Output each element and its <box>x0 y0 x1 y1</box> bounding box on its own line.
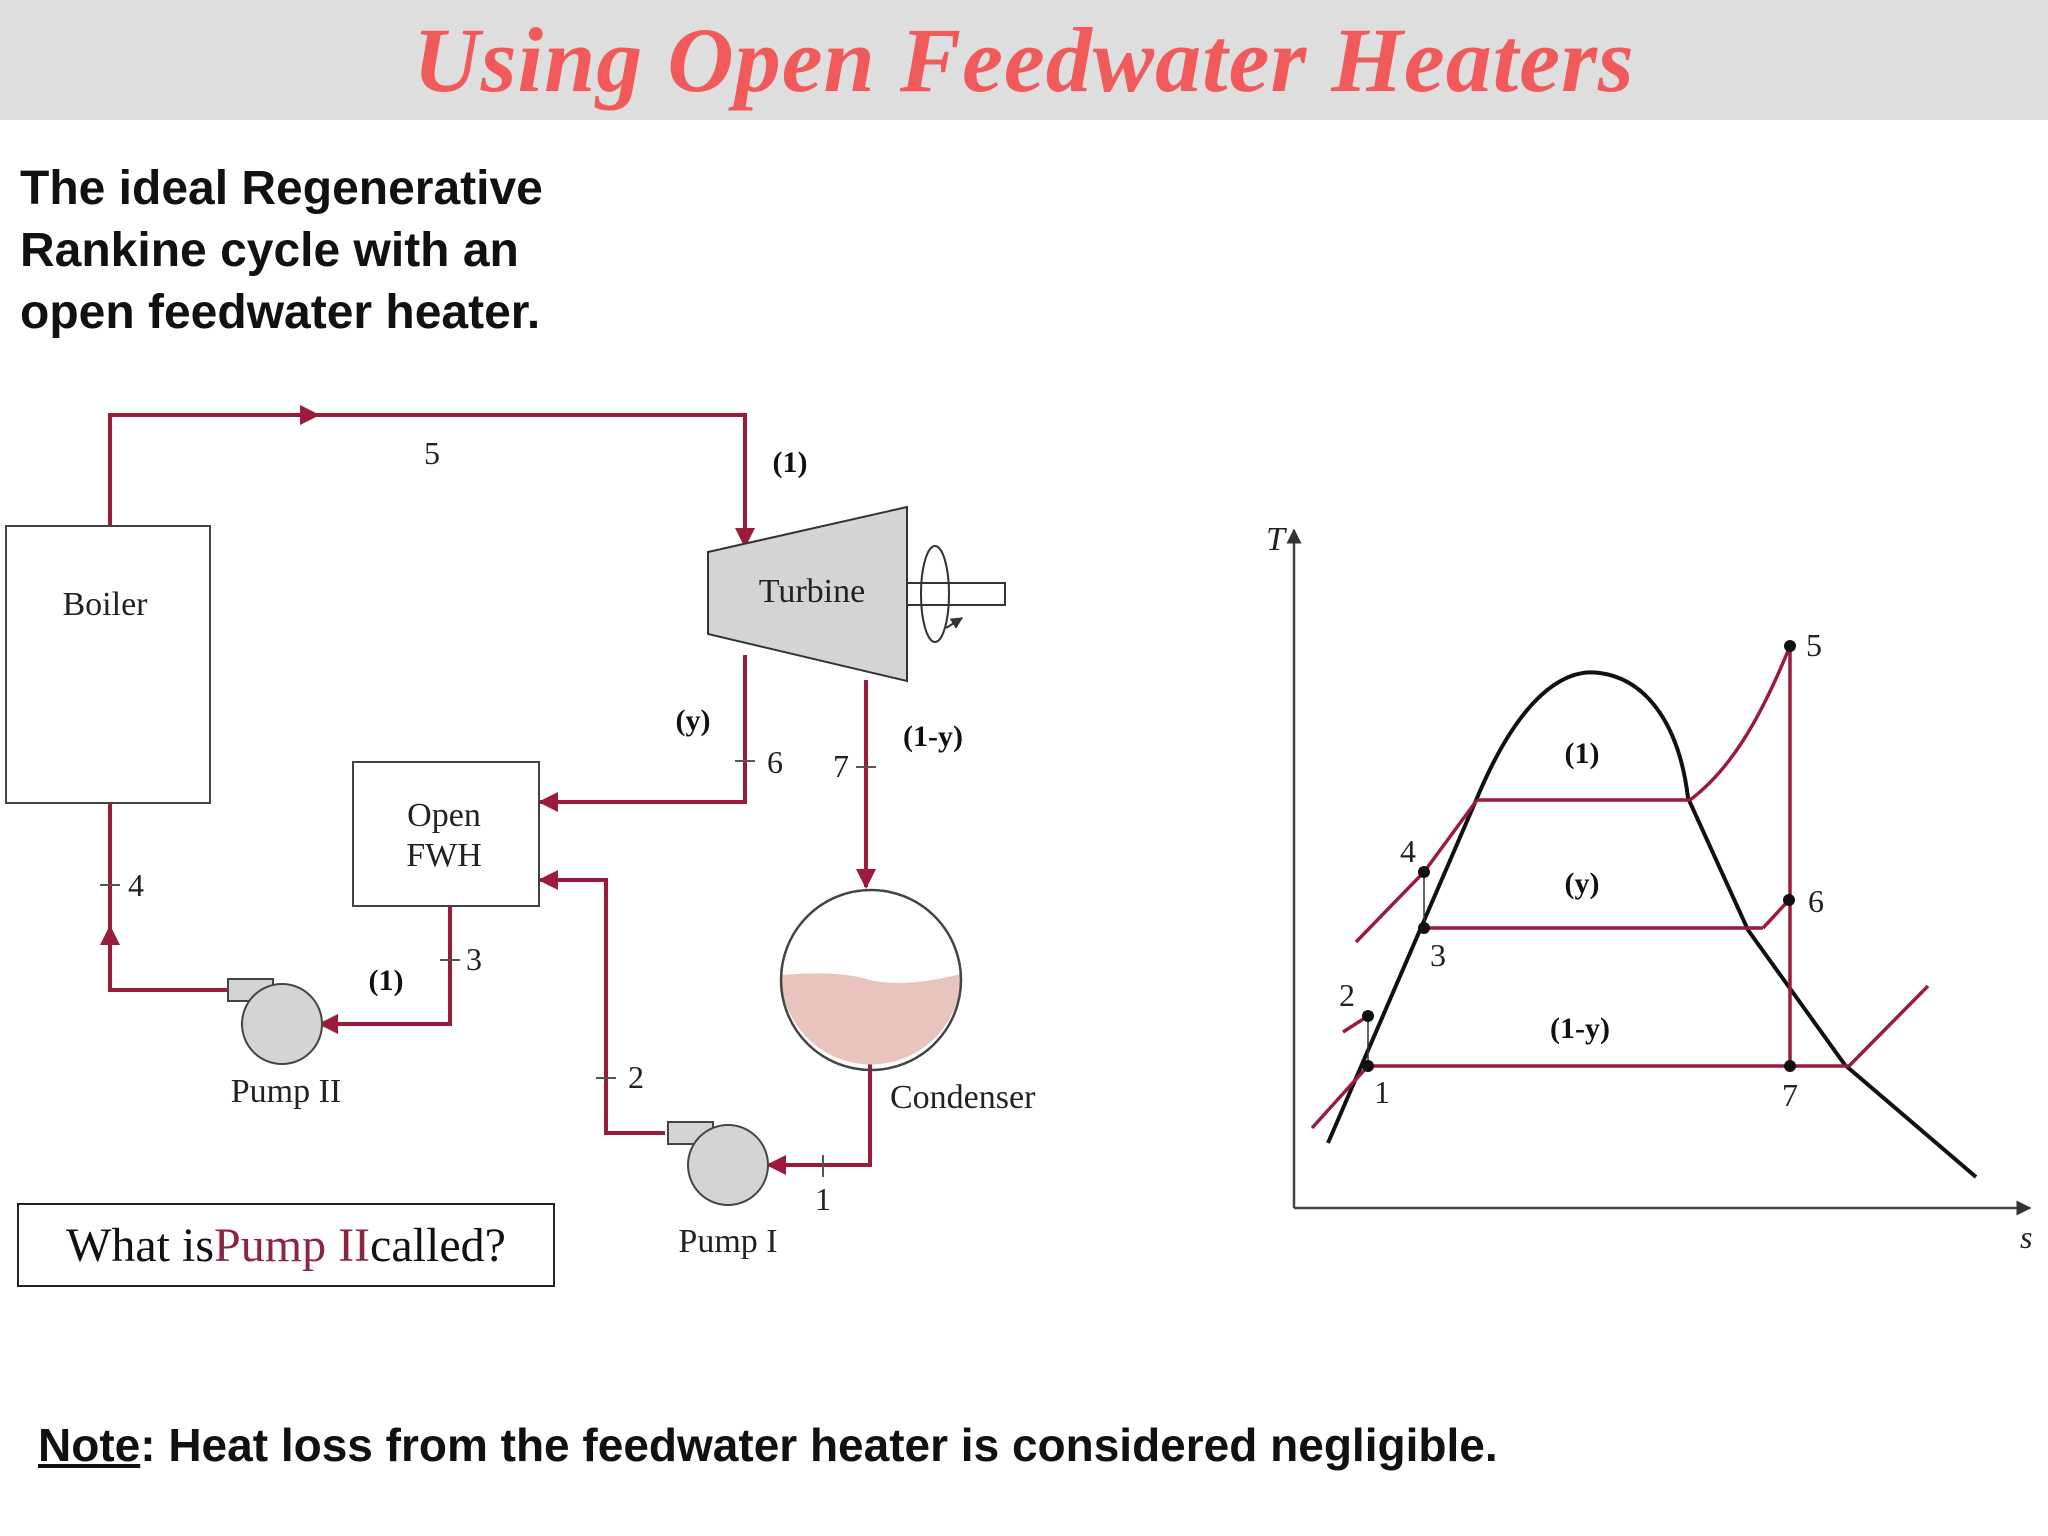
condenser-label: Condenser <box>890 1079 1036 1116</box>
intro-line: Rankine cycle with an <box>20 224 519 277</box>
ts-flow-lower: (1-y) <box>1550 1012 1610 1045</box>
flow-extraction: (y) <box>676 704 711 737</box>
state-6-label: 6 <box>767 744 783 780</box>
state-4-label: 4 <box>128 867 144 903</box>
condenser <box>779 888 963 1072</box>
intro-text: The ideal Regenerative Rankine cycle wit… <box>20 158 640 344</box>
pump-1 <box>667 1121 769 1206</box>
state-ticks <box>100 760 876 1177</box>
state-2-label: 2 <box>628 1059 644 1095</box>
saturation-dome <box>1326 670 1978 1179</box>
pump-2 <box>227 978 323 1065</box>
line-state-4 <box>108 803 230 992</box>
axis-s-label: s <box>2020 1219 2032 1255</box>
ts-diagram: T s 1 <box>1266 521 2032 1255</box>
turbine-label: Turbine <box>759 573 865 610</box>
line-state-2 <box>538 870 665 1135</box>
flow-pump2-in: (1) <box>369 964 404 997</box>
note-label: Note <box>38 1419 141 1471</box>
ts-flow-middle: (y) <box>1565 867 1600 900</box>
fwh-label-line2: FWH <box>406 837 482 874</box>
note-text: : Heat loss from the feedwater heater is… <box>140 1419 1498 1471</box>
fwh-label-line1: Open <box>407 797 481 834</box>
state-3-label: 3 <box>466 941 482 977</box>
pump-2-label: Pump II <box>231 1073 342 1110</box>
page-title: Using Open Feedwater Heaters <box>413 9 1635 111</box>
schematic: Boiler Turbine Open FWH Condenser Pump I <box>5 405 1036 1260</box>
ts-flow-upper: (1) <box>1565 737 1600 770</box>
ts-state-5-label: 5 <box>1806 627 1822 663</box>
title-bar: Using Open Feedwater Heaters <box>0 0 2048 120</box>
state-5-label: 5 <box>424 435 440 471</box>
question-box: What is Pump II called? <box>17 1203 555 1287</box>
line-state-5 <box>108 413 747 546</box>
ts-state-7-label: 7 <box>1782 1077 1798 1113</box>
boiler <box>5 525 211 804</box>
ts-state-points <box>1362 640 1796 1072</box>
question-prefix: What is <box>66 1218 215 1272</box>
ts-state-2-label: 2 <box>1339 977 1355 1013</box>
ts-state-6-label: 6 <box>1808 883 1824 919</box>
state-1-label: 1 <box>815 1181 831 1217</box>
line-state-3 <box>318 905 452 1034</box>
question-suffix: called? <box>370 1218 506 1272</box>
intro-line: open feedwater heater. <box>20 286 541 339</box>
line-state-6 <box>538 655 747 812</box>
turbine-shaft <box>906 545 1006 643</box>
open-fwh <box>352 761 540 907</box>
boiler-label: Boiler <box>63 586 149 623</box>
flow-lines <box>100 405 876 1175</box>
ts-pump-lines <box>1367 872 1425 1066</box>
axis-t-label: T <box>1266 521 1287 558</box>
state-7-label: 7 <box>833 748 849 784</box>
ts-state-3-label: 3 <box>1430 937 1446 973</box>
flow-turbine-in: (1) <box>773 446 808 479</box>
line-state-1 <box>766 1058 872 1175</box>
turbine <box>707 505 908 683</box>
question-highlight: Pump II <box>214 1218 371 1272</box>
ts-state-4-label: 4 <box>1400 833 1416 869</box>
pump-1-label: Pump I <box>678 1223 777 1260</box>
ts-state-1-label: 1 <box>1374 1074 1390 1110</box>
flow-exhaust: (1-y) <box>903 720 963 753</box>
ts-cycle-lines <box>1310 645 1930 1130</box>
note: Note: Heat loss from the feedwater heate… <box>38 1418 1938 1472</box>
ts-axes <box>1286 528 2032 1216</box>
intro-line: The ideal Regenerative <box>20 162 543 215</box>
